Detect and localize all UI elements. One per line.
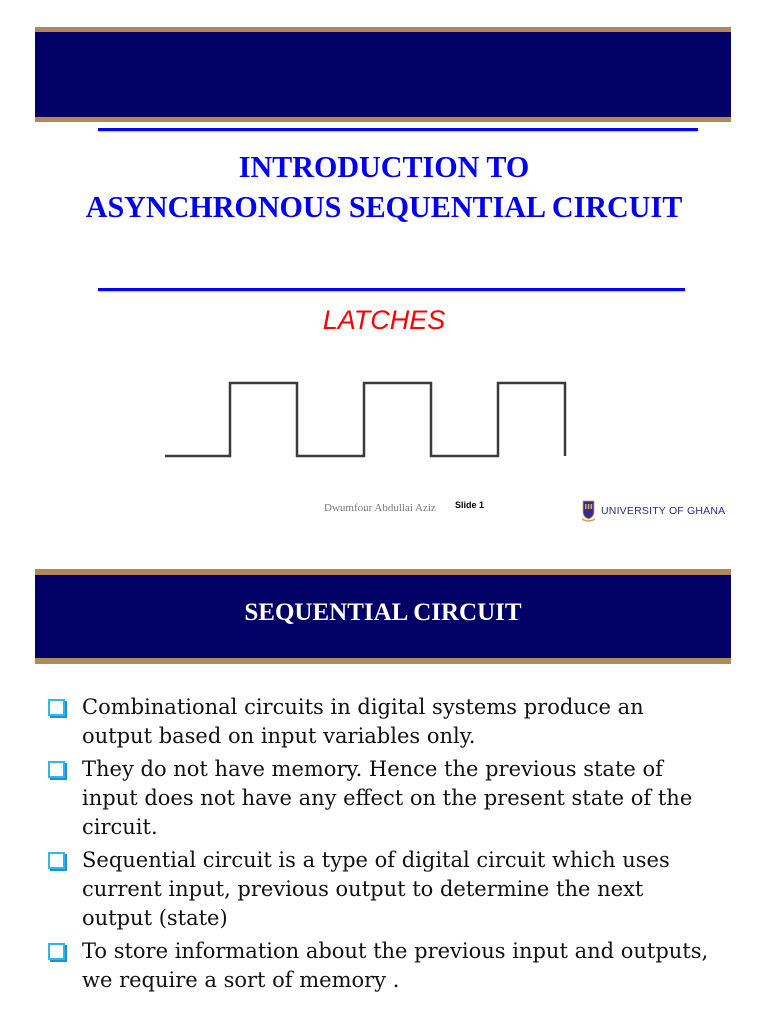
university-crest-icon [582,500,595,522]
slide-title-line2: ASYNCHRONOUS SEQUENTIAL CIRCUIT [85,189,683,224]
title-top-rule [98,128,698,131]
checkbox-bullet-icon [48,761,65,778]
bullet-text: They do not have memory. Hence the previ… [82,757,693,839]
list-item: Combinational circuits in digital system… [48,693,738,751]
checkbox-bullet-icon [48,699,65,716]
header-bottom-stripe [35,117,731,122]
header-navy-bar [35,575,731,658]
section-title: SEQUENTIAL CIRCUIT [244,599,522,626]
slide-title-line1: INTRODUCTION TO [238,149,530,184]
title-bottom-rule [98,288,685,291]
slide2-header-band [35,569,731,664]
slide-number: Slide 1 [455,500,485,510]
header-bottom-stripe [35,658,731,664]
list-item: They do not have memory. Hence the previ… [48,755,738,842]
checkbox-bullet-icon [48,852,65,869]
bullet-list: Combinational circuits in digital system… [48,693,738,999]
slide1-header-band [35,27,731,122]
square-wave-icon [165,381,567,458]
header-navy-bar [35,32,731,117]
header-top-stripe [35,27,731,32]
header-top-stripe [35,569,731,575]
slide-subtitle: LATCHES [322,305,446,335]
bullet-text: Sequential circuit is a type of digital … [82,848,670,930]
list-item: Sequential circuit is a type of digital … [48,846,738,933]
author-name: Dwumfour Abdullai Aziz [324,502,436,514]
university-name: UNIVERSITY OF GHANA [601,505,726,517]
checkbox-bullet-icon [48,943,65,960]
waveform-line [165,381,567,458]
bullet-text: Combinational circuits in digital system… [82,695,644,748]
list-item: To store information about the previous … [48,937,738,995]
university-logo: UNIVERSITY OF GHANA [582,500,725,522]
bullet-text: To store information about the previous … [82,939,709,992]
